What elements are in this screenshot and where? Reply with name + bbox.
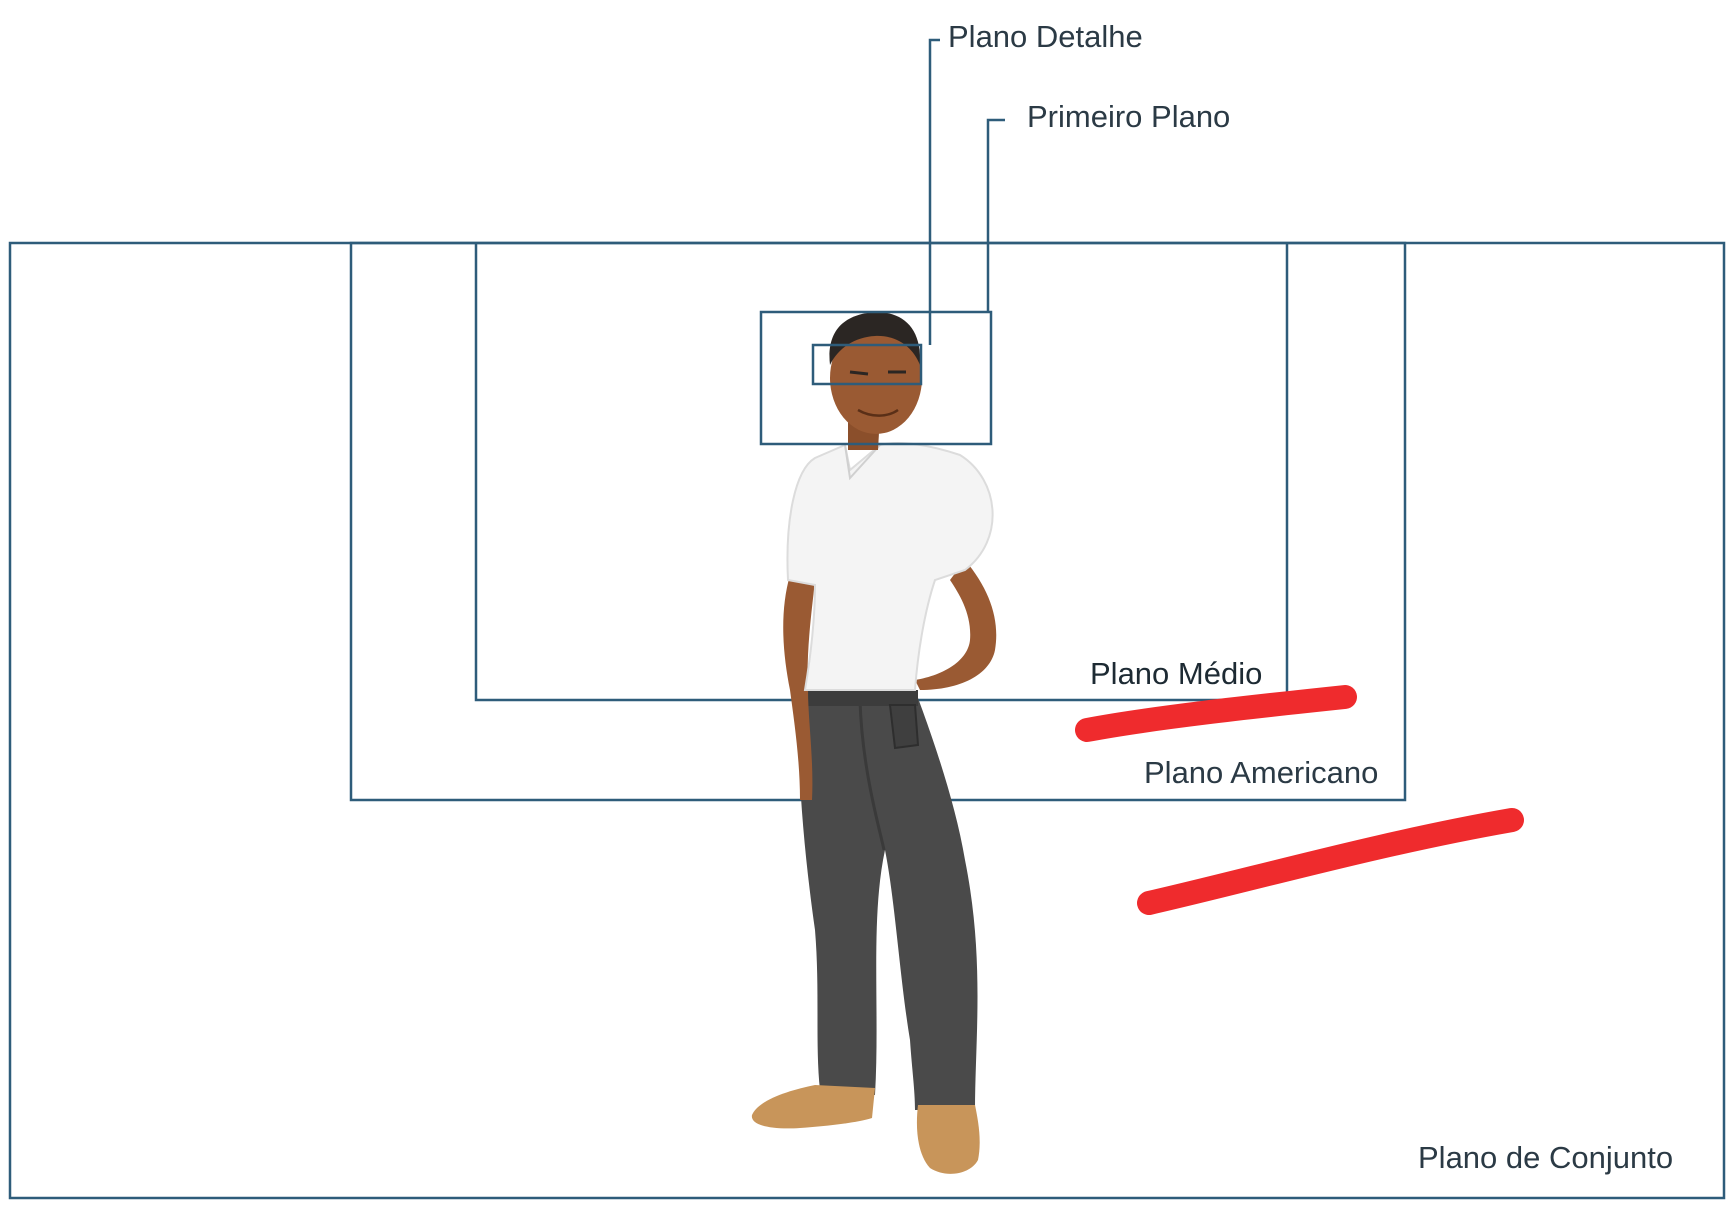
primeiro-plano-leader: [988, 120, 1005, 312]
plano-medio-label: Plano Médio: [1090, 656, 1262, 691]
back-pocket: [890, 705, 918, 748]
pants: [799, 690, 978, 1110]
primeiro-plano-label: Primeiro Plano: [1027, 99, 1230, 134]
plano-detalhe-leader: [930, 40, 940, 345]
plano-de-conjunto-label: Plano de Conjunto: [1418, 1140, 1673, 1175]
plano-americano-label: Plano Americano: [1144, 755, 1378, 790]
shirt: [787, 443, 992, 690]
left-shoe: [752, 1085, 875, 1128]
belt: [800, 690, 918, 706]
plano-detalhe-label: Plano Detalhe: [948, 19, 1143, 54]
red-scribble-2: [1149, 820, 1512, 903]
red-scribble-1: [1087, 697, 1345, 730]
right-shoe: [917, 1105, 980, 1174]
standing-man-figure: [752, 312, 996, 1174]
